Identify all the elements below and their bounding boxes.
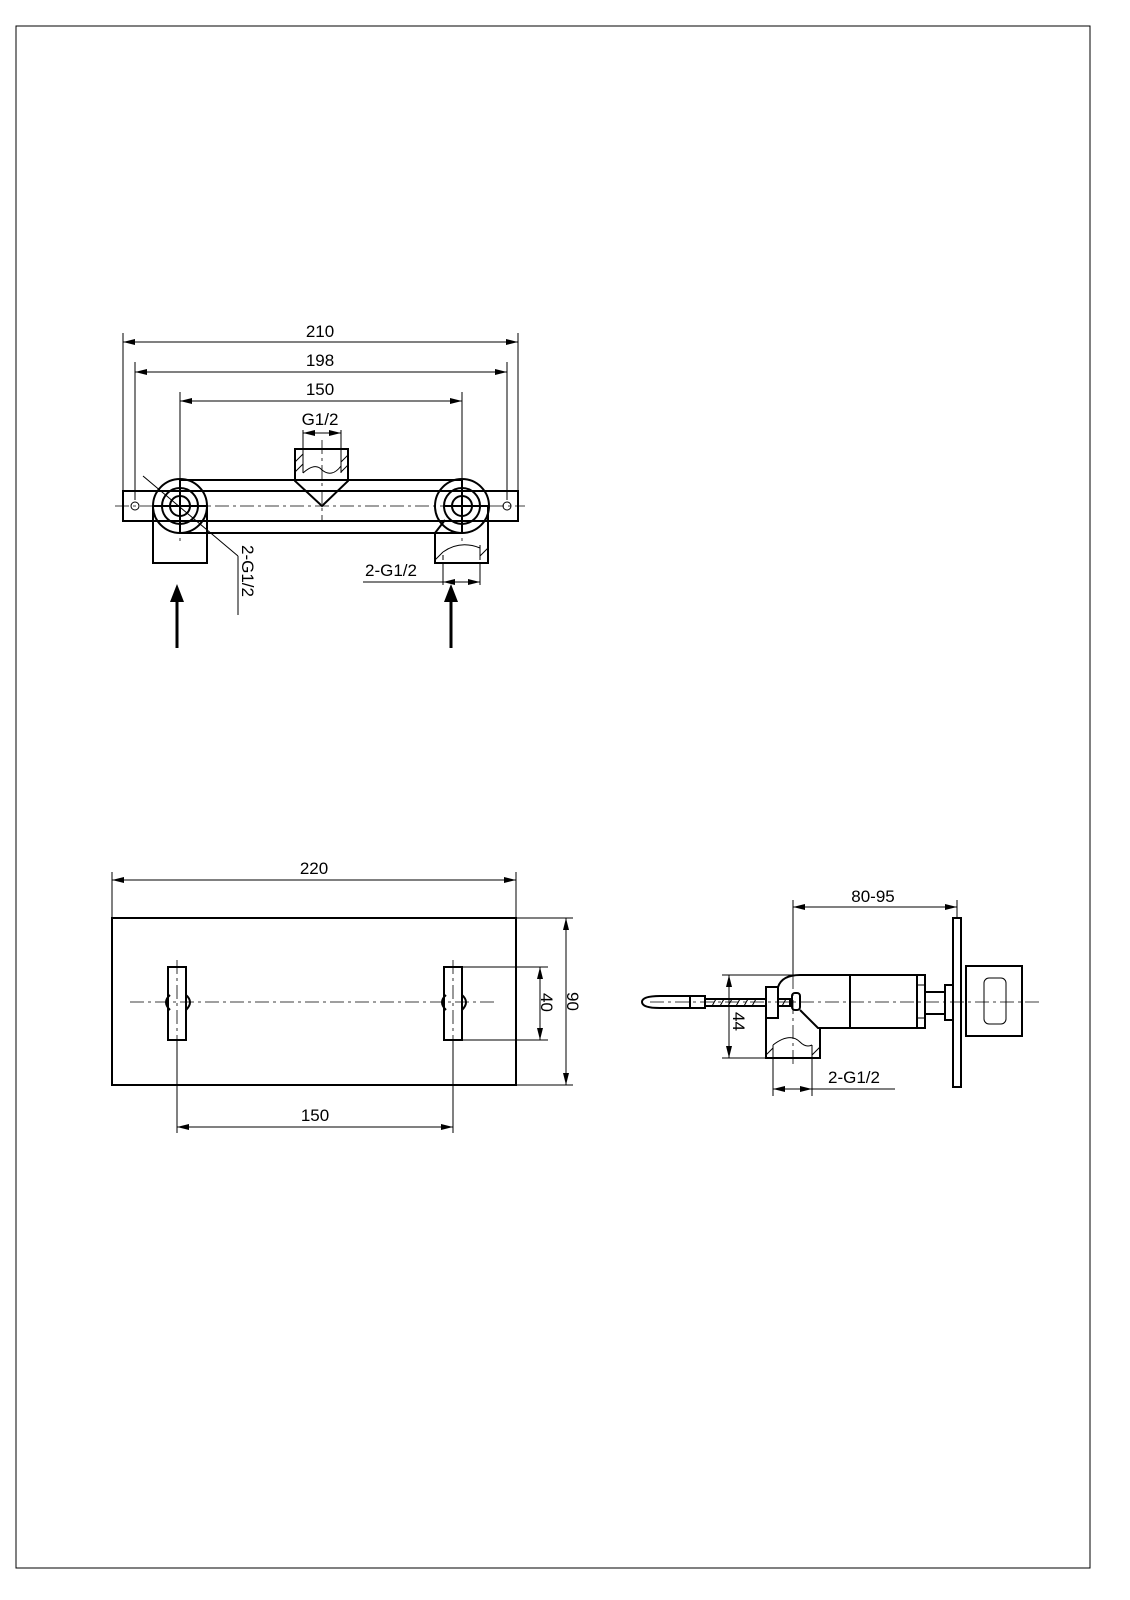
dim-80-95: 80-95 [851, 887, 894, 906]
handle-left [165, 960, 191, 1047]
dim-210: 210 [306, 322, 334, 341]
dim-150-top: 150 [306, 380, 334, 399]
cover-plate [111, 917, 517, 1086]
handle-right [441, 960, 467, 1047]
handle-side [965, 965, 1023, 1037]
valve-cartridge [777, 974, 926, 1029]
inlet-arrow-left [170, 584, 184, 648]
dim-90: 90 [563, 992, 582, 1011]
wall-anchor-screw [640, 986, 801, 1019]
dim-40: 40 [537, 993, 556, 1012]
side-inlet-thread-label: 2-G1/2 [828, 1068, 880, 1087]
side-view: 80-95 [640, 887, 1040, 1096]
front-view: 220 40 90 150 [111, 859, 582, 1133]
outlet-fitting [294, 448, 349, 508]
inlet-thread-label-left: 2-G1/2 [238, 545, 257, 597]
valve-body [179, 479, 463, 534]
inlet-thread-label-right: 2-G1/2 [365, 561, 417, 580]
dim-44: 44 [729, 1012, 748, 1031]
dim-198: 198 [306, 351, 334, 370]
wall-plate [952, 917, 962, 1088]
dim-150-front: 150 [301, 1106, 329, 1125]
drawing-border [15, 25, 1091, 1569]
top-view: 210 198 150 G1/2 [115, 322, 525, 648]
inlet-arrow-right [444, 584, 458, 648]
dim-220: 220 [300, 859, 328, 878]
outlet-thread-label: G1/2 [302, 410, 339, 429]
